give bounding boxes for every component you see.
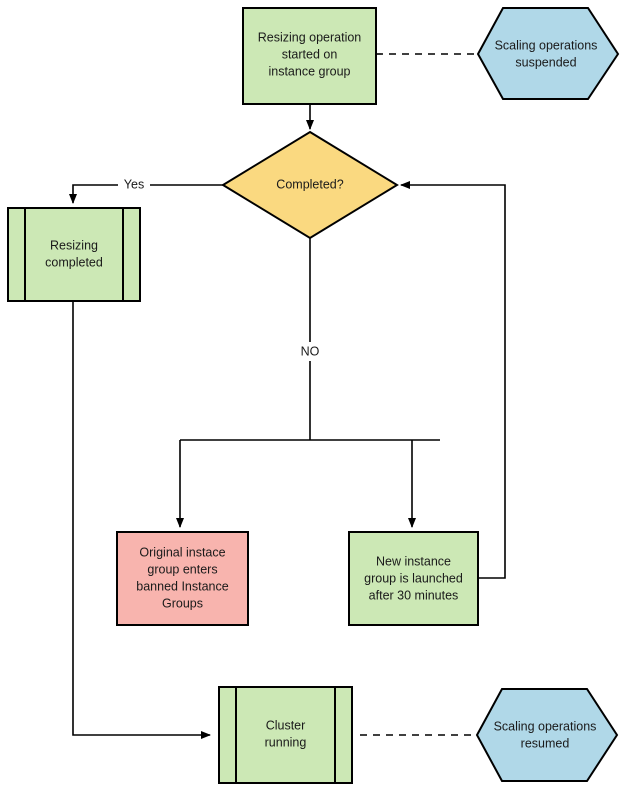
- edge-new-group-feedback-to-decision: [400, 181, 506, 579]
- edge-label-no: NO: [301, 344, 320, 358]
- completed-decision-label: Completed?: [276, 177, 343, 191]
- resizing-completed-line-1: Resizing: [50, 238, 98, 252]
- node-resizing-started[interactable]: Resizing operation started on instance g…: [242, 7, 377, 105]
- node-cluster-running[interactable]: Cluster running: [218, 686, 353, 784]
- scaling-suspended-hexagon[interactable]: [476, 7, 620, 100]
- resizing-started-line-2: started on: [282, 47, 338, 61]
- node-new-group-launched[interactable]: New instance group is launched after 30 …: [348, 531, 479, 626]
- edge-resizing-completed-to-cluster-running: [72, 301, 211, 739]
- node-completed-decision[interactable]: Completed?: [221, 130, 399, 240]
- scaling-suspended-line-1: Scaling operations: [495, 38, 598, 52]
- scaling-resumed-line-2: resumed: [521, 736, 570, 750]
- resizing-completed-line-2: completed: [45, 255, 103, 269]
- original-group-banned-line-2: group enters: [147, 562, 217, 576]
- cluster-running-box[interactable]: [218, 686, 353, 784]
- completed-decision-diamond[interactable]: [221, 130, 399, 240]
- resizing-started-box[interactable]: [242, 7, 377, 105]
- original-group-banned-line-4: Groups: [162, 596, 203, 610]
- new-group-launched-line-3: after 30 minutes: [369, 588, 459, 602]
- resizing-started-line-3: instance group: [268, 64, 350, 78]
- resizing-completed-box[interactable]: [7, 207, 141, 302]
- cluster-running-line-1: Cluster: [266, 718, 306, 732]
- scaling-resumed-hexagon[interactable]: [475, 688, 619, 782]
- edge-label-yes: Yes: [124, 177, 144, 191]
- new-group-launched-line-1: New instance: [376, 554, 451, 568]
- yes-label-backdrop: [118, 175, 150, 194]
- scaling-resumed-line-1: Scaling operations: [494, 719, 597, 733]
- resizing-started-line-1: Resizing operation: [258, 30, 362, 44]
- node-original-group-banned[interactable]: Original instace group enters banned Ins…: [116, 531, 249, 626]
- original-group-banned-line-3: banned Instance: [136, 579, 228, 593]
- original-group-banned-line-1: Original instace: [139, 545, 225, 559]
- scaling-suspended-line-2: suspended: [515, 55, 576, 69]
- original-group-banned-box[interactable]: [116, 531, 249, 626]
- new-group-launched-line-2: group is launched: [364, 571, 463, 585]
- node-scaling-resumed[interactable]: Scaling operations resumed: [475, 688, 619, 782]
- node-scaling-suspended[interactable]: Scaling operations suspended: [476, 7, 620, 100]
- node-resizing-completed[interactable]: Resizing completed: [7, 207, 141, 302]
- new-group-launched-box[interactable]: [348, 531, 479, 626]
- edge-decision-yes-to-resizing-completed: [69, 184, 224, 204]
- no-label-backdrop: [294, 342, 326, 361]
- cluster-running-line-2: running: [265, 735, 307, 749]
- edges-layer: Yes NO: [69, 53, 506, 739]
